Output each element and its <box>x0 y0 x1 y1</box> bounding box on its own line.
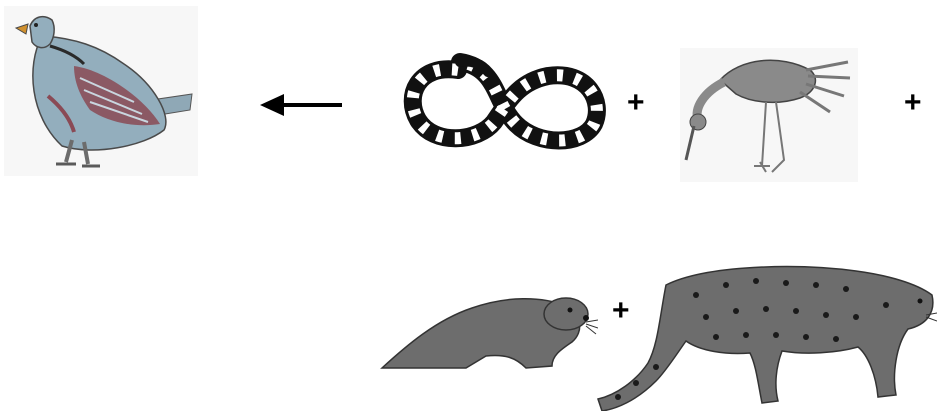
eagle-icon <box>4 6 198 176</box>
snake-icon <box>398 46 610 152</box>
plus-sign: + <box>904 88 922 118</box>
arrow-left-icon <box>258 92 344 118</box>
plus-sign: + <box>612 296 630 326</box>
plus-sign: + <box>627 88 645 118</box>
fishing-cat-icon <box>596 255 937 411</box>
otter-icon <box>376 276 598 372</box>
heron-icon <box>680 48 858 182</box>
